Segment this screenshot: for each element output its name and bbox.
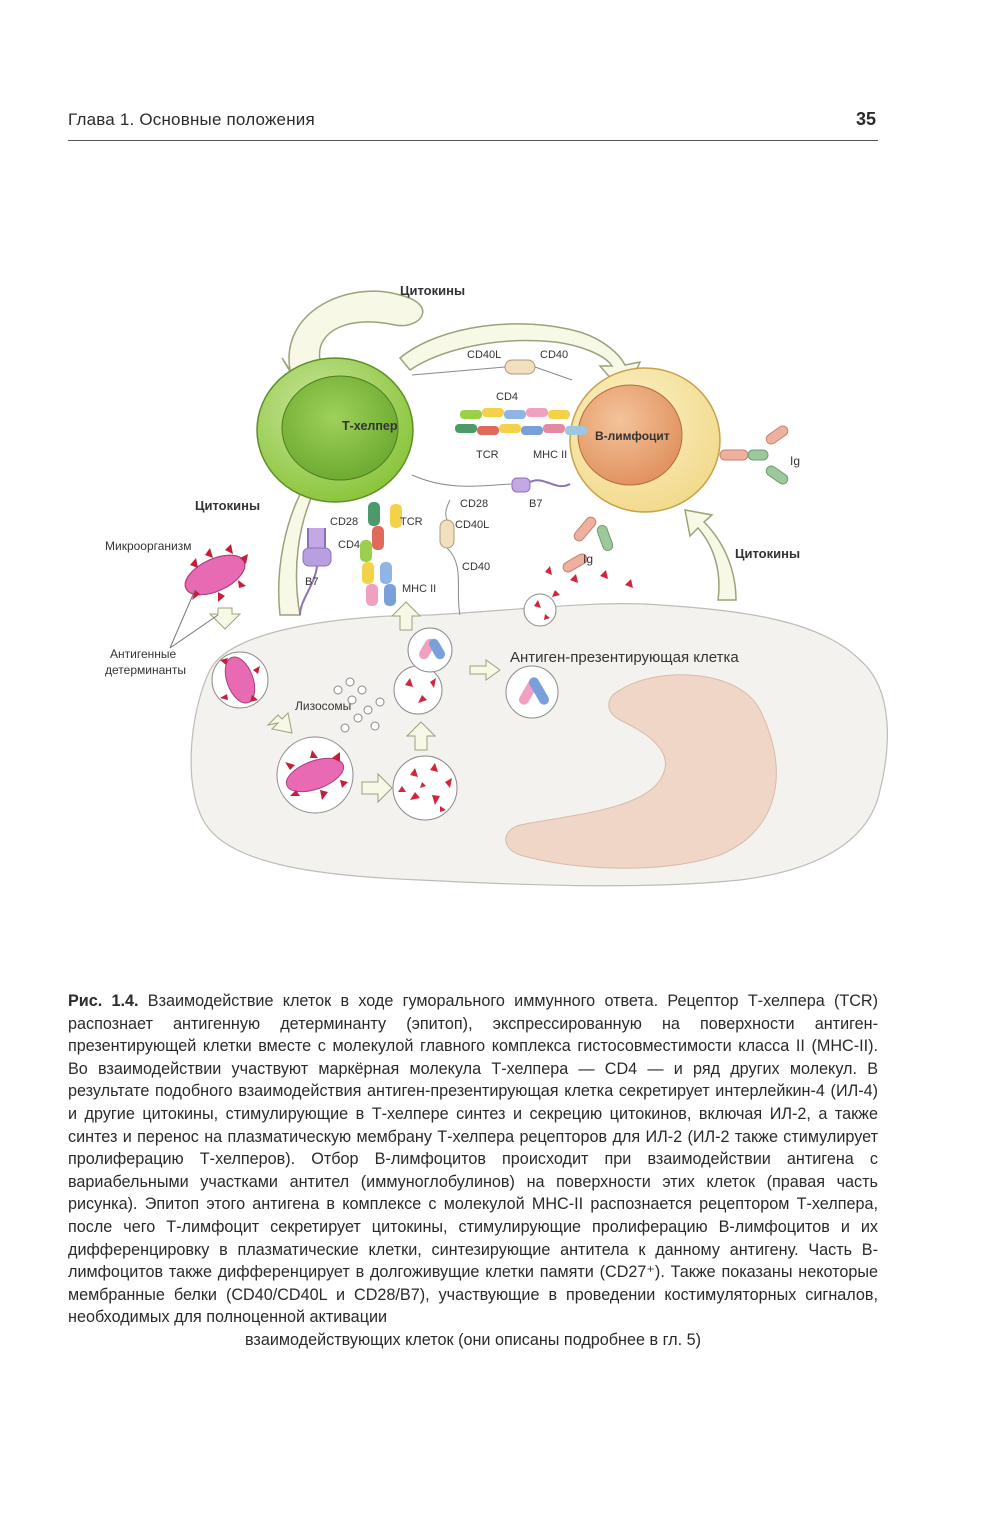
arrow-left-1	[469, 659, 501, 681]
label-cd28-low: CD28	[330, 516, 358, 528]
label-b7-mid: B7	[529, 498, 542, 510]
t-helper-nucleus	[281, 375, 399, 481]
label-mhc-ii-low: MHC II	[402, 583, 436, 595]
label-tcr-low: TCR	[400, 516, 423, 528]
chapter-title: Глава 1. Основные положения	[68, 110, 315, 129]
label-mhc-ii-mid: MHC II	[533, 449, 567, 461]
ig-right	[719, 425, 789, 485]
label-ig-lower: Ig	[583, 552, 593, 566]
label-apc: Антиген-презентирующая клетка	[510, 649, 739, 666]
molecule-bridge	[411, 359, 587, 493]
label-cd4-low: CD4	[338, 539, 360, 551]
running-header: Глава 1. Основные положения 35	[68, 109, 878, 141]
label-cd4-top: CD4	[496, 391, 518, 403]
apc-nucleus	[505, 674, 777, 869]
arrow-down-2	[266, 711, 293, 734]
label-tcr-mid: TCR	[476, 449, 499, 461]
molecule-cd40l-low	[439, 499, 461, 616]
arrow-right-1	[361, 772, 393, 804]
cytokine-arrow-right	[684, 509, 737, 601]
microorganism-icon	[184, 544, 248, 602]
figure-caption: Рис. 1.4. Взаимодействие клеток в ходе г…	[68, 990, 878, 1352]
caption-text: Взаимодействие клеток в ходе гуморальног…	[68, 992, 879, 1327]
antigen-fragments-vesicle	[392, 755, 458, 821]
label-b7-low: B7	[305, 576, 318, 588]
label-cd28-mid: CD28	[460, 498, 488, 510]
label-ig-right: Ig	[790, 454, 800, 468]
free-antigens	[523, 566, 633, 627]
label-antigenic-determinants-2: детерминанты	[105, 663, 186, 677]
label-cd40l-top: CD40L	[467, 349, 501, 361]
label-cd40l-low: CD40L	[455, 519, 489, 531]
arrow-down-1	[208, 607, 242, 630]
page-number: 35	[855, 109, 876, 129]
molecule-tcr-mhc	[360, 502, 402, 606]
mhc-vesicle-right	[505, 665, 559, 719]
label-cytokines-top: Цитокины	[400, 283, 465, 298]
label-cd40-top: CD40	[540, 349, 568, 361]
label-cd40-low: CD40	[462, 561, 490, 573]
label-antigenic-determinants-1: Антигенные	[110, 647, 176, 661]
caption-figure-number: Рис. 1.4.	[68, 992, 139, 1010]
label-b-lymphocyte: В-лимфоцит	[595, 429, 670, 443]
arrow-up-2	[390, 601, 422, 631]
label-lysosomes: Лизосомы	[295, 699, 351, 713]
phagolysosome	[276, 736, 354, 814]
molecule-cd28-b7	[299, 528, 332, 616]
label-cytokines-left: Цитокины	[195, 498, 260, 513]
label-t-helper: Т-хелпер	[342, 419, 398, 433]
phagosome-1	[211, 651, 269, 709]
lysosomes-icon	[333, 677, 385, 733]
figure-svg: Цитокины Цитокины Цитокины Т-хелпер В-ли…	[105, 283, 888, 887]
mhc-loading-vesicles	[393, 627, 453, 715]
ig-lower	[562, 516, 614, 573]
label-cytokines-right: Цитокины	[735, 546, 800, 561]
caption-last-line: взаимодействующих клеток (они описаны по…	[245, 1330, 701, 1349]
figure-illustration: Цитокины Цитокины Цитокины Т-хелпер В-ли…	[100, 270, 900, 900]
label-microorganism: Микроорганизм	[105, 539, 192, 553]
arrow-up-1	[405, 721, 437, 751]
